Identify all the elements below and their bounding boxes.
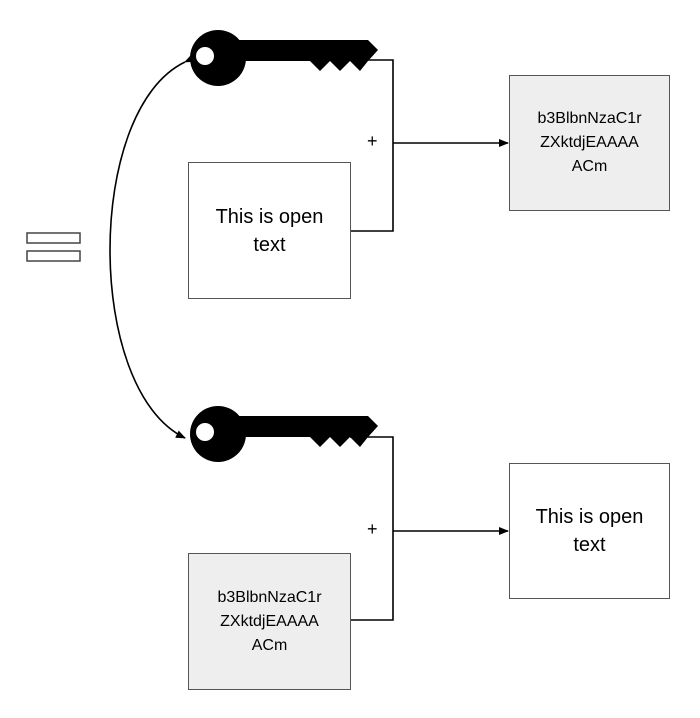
equals-icon	[26, 232, 81, 262]
decrypt-plus-operator: +	[367, 519, 378, 539]
ciphertext-output-box: b3BlbnNzaC1r ZXktdjEAAAA ACm	[509, 75, 670, 211]
key-icon	[190, 30, 378, 86]
plaintext-output-label: This is open text	[535, 506, 644, 556]
ciphertext-input-label: b3BlbnNzaC1r ZXktdjEAAAA ACm	[217, 588, 322, 654]
ciphertext-output-label: b3BlbnNzaC1r ZXktdjEAAAA ACm	[537, 110, 642, 175]
encrypt-plus-operator: +	[367, 131, 378, 151]
plaintext-input-box: This is open text	[188, 162, 351, 299]
decrypt-bracket	[350, 436, 394, 621]
key-icon	[190, 406, 378, 462]
plaintext-input-label: This is open text	[215, 205, 324, 256]
ciphertext-input-box: b3BlbnNzaC1r ZXktdjEAAAA ACm	[188, 553, 351, 690]
shared-key-curve	[109, 54, 195, 439]
plaintext-output-box: This is open text	[509, 463, 670, 599]
encrypt-bracket	[350, 59, 394, 232]
